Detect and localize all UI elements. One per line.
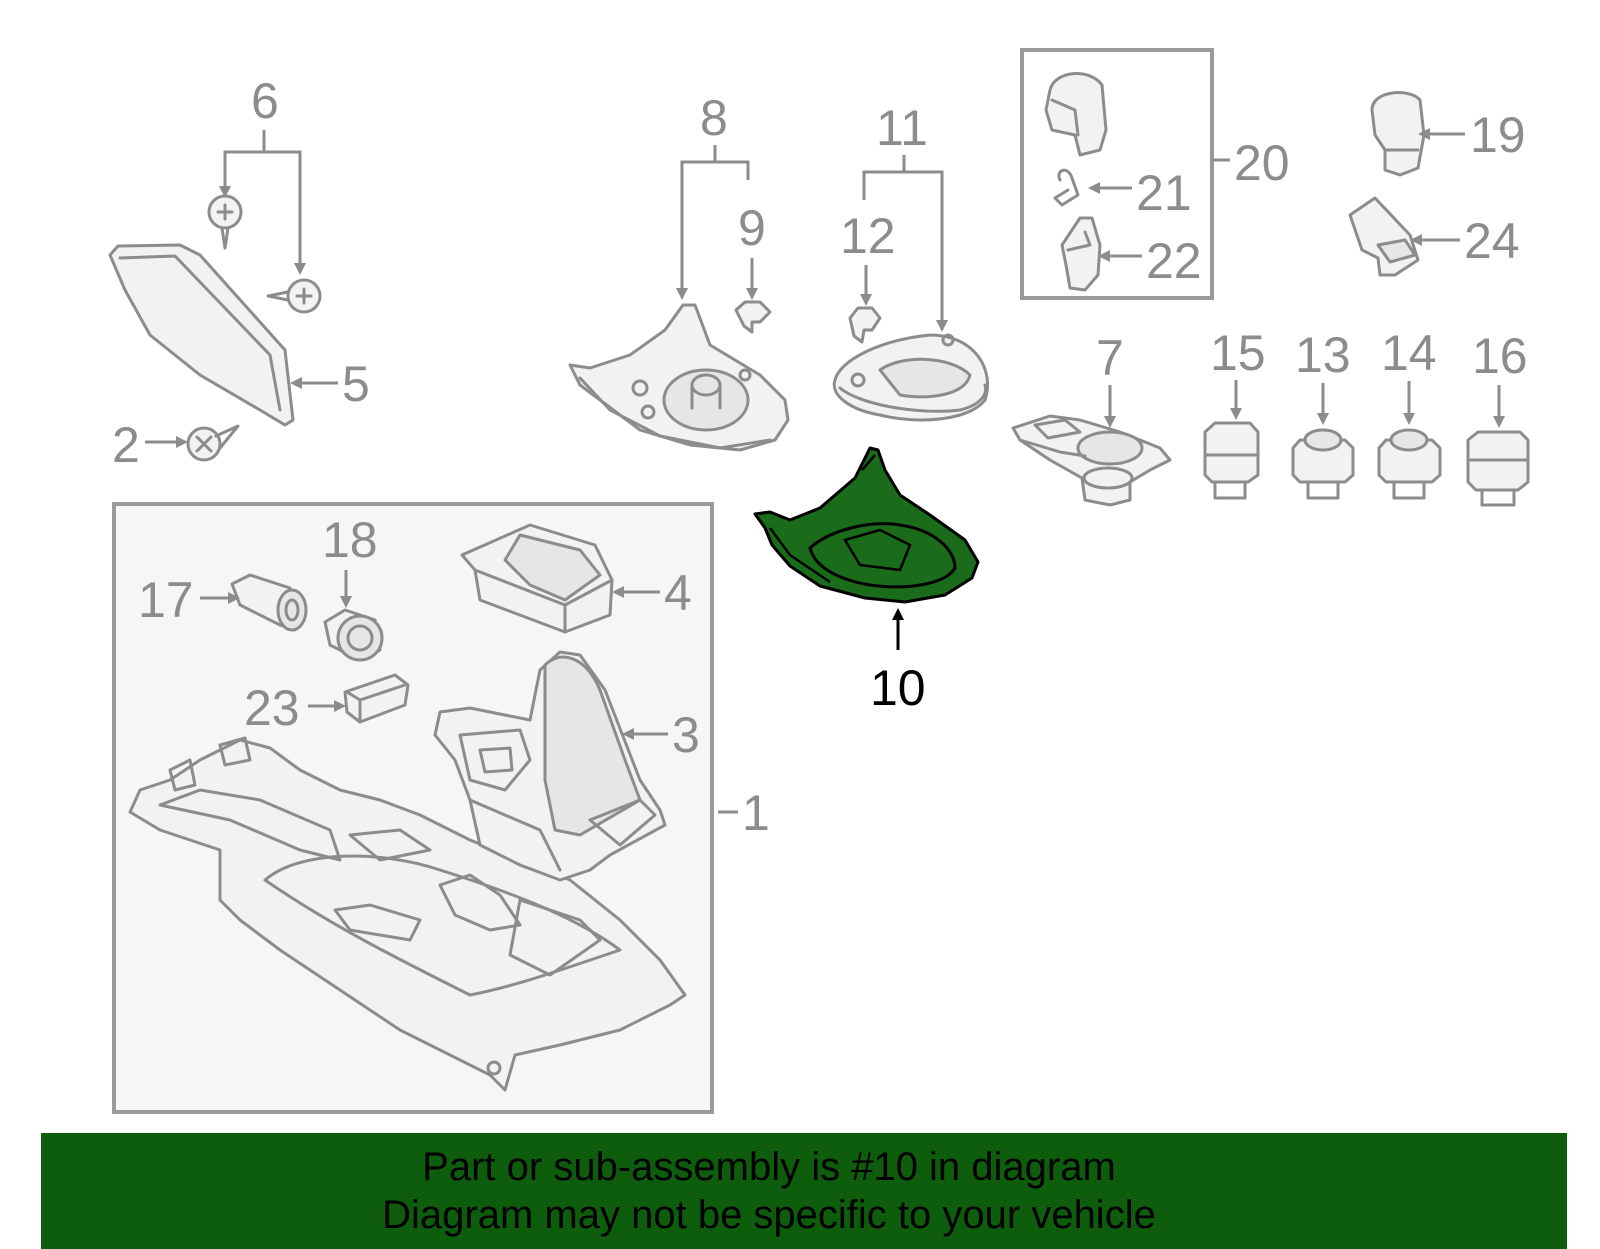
part-14-switch[interactable] [1377, 428, 1442, 500]
callout-20: 20 [1234, 135, 1290, 191]
callout-13: 13 [1295, 327, 1351, 383]
part-16-switch[interactable] [1466, 430, 1530, 507]
callout-5: 5 [342, 356, 370, 412]
part-2-screw[interactable] [186, 424, 240, 462]
callout-3: 3 [672, 707, 700, 763]
part-22-knob-insert[interactable] [1060, 216, 1102, 292]
callout-14: 14 [1381, 325, 1437, 381]
part-8-shift-boot-panel[interactable] [568, 303, 790, 452]
callout-24: 24 [1464, 213, 1520, 269]
callout-10: 10 [870, 660, 926, 716]
part-12-clip[interactable] [848, 306, 882, 344]
callout-9: 9 [738, 200, 766, 256]
part-9-clip[interactable] [734, 300, 772, 334]
callout-4: 4 [664, 565, 692, 621]
part-21-spring-clip[interactable] [1053, 168, 1080, 207]
part-17-power-socket[interactable] [230, 573, 308, 632]
part-23-clip[interactable] [343, 673, 410, 724]
part-1-center-console[interactable] [128, 736, 687, 1092]
part-13-switch[interactable] [1291, 428, 1355, 500]
part-7-cup-holder[interactable] [1011, 414, 1172, 507]
part-20-shift-knob[interactable] [1044, 72, 1108, 157]
callout-6: 6 [251, 73, 279, 129]
part-10-shift-bezel-highlighted[interactable] [753, 446, 980, 604]
banner-line-2: Diagram may not be specific to your vehi… [382, 1193, 1156, 1237]
part-4-storage-box[interactable] [460, 523, 614, 634]
part-19-shift-knob-cover[interactable] [1370, 91, 1426, 177]
callout-21: 21 [1136, 165, 1192, 221]
callout-2: 2 [112, 417, 140, 473]
callout-16: 16 [1472, 328, 1528, 384]
callout-12: 12 [840, 208, 896, 264]
part-15-switch[interactable] [1203, 421, 1260, 500]
parts-diagram: 1 3 4 17 18 23 [108, 48, 1530, 1114]
part-5-side-panel[interactable] [108, 243, 295, 427]
callout-17: 17 [138, 572, 194, 628]
banner-line-1: Part or sub-assembly is #10 in diagram [422, 1145, 1116, 1189]
part-6-clip-a[interactable] [207, 194, 243, 250]
part-3-shifter-housing[interactable] [433, 650, 667, 882]
part-11-shift-boot-trim[interactable] [832, 333, 990, 422]
callout-22: 22 [1146, 233, 1202, 289]
callout-11: 11 [876, 100, 928, 156]
part-24-bracket[interactable] [1348, 196, 1420, 277]
callout-8: 8 [700, 90, 728, 146]
callout-15: 15 [1210, 325, 1266, 381]
part-6-clip-b[interactable] [266, 278, 322, 314]
callout-1: 1 [742, 785, 770, 841]
callout-18: 18 [322, 512, 378, 568]
callout-19: 19 [1470, 107, 1526, 163]
part-18-bezel-ring[interactable] [323, 608, 384, 662]
callout-7: 7 [1096, 330, 1124, 386]
info-banner: Part or sub-assembly is #10 in diagram D… [41, 1133, 1567, 1249]
callout-23: 23 [244, 680, 300, 736]
